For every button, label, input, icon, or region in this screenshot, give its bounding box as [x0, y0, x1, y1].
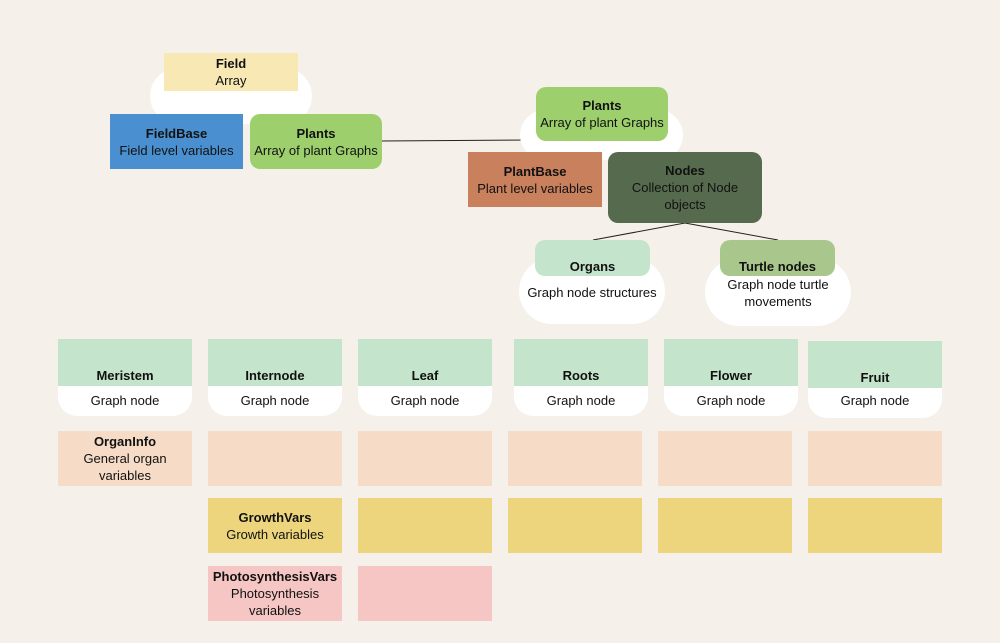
organinfo-subtitle: General organ variables	[83, 451, 167, 483]
roots-title: Roots	[562, 368, 600, 383]
plants-left-title: Plants	[296, 125, 336, 141]
plants-left-subtitle: Array of plant Graphs	[254, 142, 378, 158]
plantbase-node: PlantBase Plant level variables	[468, 152, 602, 207]
plantbase-subtitle: Plant level variables	[477, 180, 593, 196]
growthvars-title: GrowthVars	[238, 509, 312, 525]
turtle-subtitle: Graph node turtle movements	[727, 277, 829, 309]
photosynthesisvars-box-leaf	[358, 566, 492, 621]
roots-header: Roots	[514, 339, 648, 386]
growthvars-box-fruit	[808, 498, 942, 553]
plants-link-line	[381, 139, 537, 142]
meristem-subtitle: Graph node	[90, 392, 160, 408]
roots-subtitle: Graph node	[546, 392, 616, 408]
leaf-title: Leaf	[411, 368, 439, 383]
fruit-header: Fruit	[808, 341, 942, 388]
organs-subtitle: Graph node structures	[527, 284, 657, 300]
plants-right-title: Plants	[582, 98, 622, 113]
plants-right-subtitle: Array of plant Graphs	[540, 115, 664, 130]
flower-header: Flower	[664, 339, 798, 386]
nodes-organs-line	[592, 222, 686, 241]
flower-subtitle: Graph node	[696, 392, 766, 408]
plants-node-right: Plants Array of plant Graphs	[536, 87, 668, 141]
leaf-subtitle: Graph node	[390, 392, 460, 408]
organs-title: Organs	[569, 258, 616, 274]
flower-title: Flower	[710, 368, 752, 383]
photosynthesisvars-box: PhotosynthesisVars Photosynthesis variab…	[208, 566, 342, 621]
growthvars-box-roots	[508, 498, 642, 553]
field-subtitle: Array	[215, 73, 247, 88]
plantbase-title: PlantBase	[503, 163, 567, 179]
organinfo-box-leaf	[358, 431, 492, 486]
nodes-turtle-line	[684, 222, 779, 241]
growthvars-box-flower	[658, 498, 792, 553]
nodes-title: Nodes	[665, 163, 705, 178]
nodes-subtitle: Collection of Node objects	[631, 180, 739, 212]
leaf-header: Leaf	[358, 339, 492, 386]
fieldbase-node: FieldBase Field level variables	[110, 114, 243, 169]
organinfo-box-internode	[208, 431, 342, 486]
nodes-node: Nodes Collection of Node objects	[608, 152, 762, 223]
growthvars-box-leaf	[358, 498, 492, 553]
organinfo-box-flower	[658, 431, 792, 486]
plants-node-left: Plants Array of plant Graphs	[250, 114, 382, 169]
turtle-header: Turtle nodes	[720, 240, 835, 276]
organinfo-box-fruit	[808, 431, 942, 486]
turtle-title: Turtle nodes	[738, 258, 817, 274]
fieldbase-title: FieldBase	[145, 125, 208, 141]
growthvars-subtitle: Growth variables	[226, 526, 324, 542]
field-node: Field Array	[164, 53, 298, 91]
fruit-title: Fruit	[860, 370, 890, 385]
internode-header: Internode	[208, 339, 342, 386]
organinfo-box: OrganInfo General organ variables	[58, 431, 192, 486]
photosynthesisvars-title: PhotosynthesisVars	[212, 569, 338, 584]
growthvars-box: GrowthVars Growth variables	[208, 498, 342, 553]
photosynthesisvars-subtitle: Photosynthesis variables	[230, 586, 320, 618]
meristem-title: Meristem	[96, 368, 154, 383]
internode-subtitle: Graph node	[240, 392, 310, 408]
fieldbase-subtitle: Field level variables	[119, 142, 234, 158]
meristem-header: Meristem	[58, 339, 192, 386]
field-title: Field	[215, 56, 247, 71]
fruit-subtitle: Graph node	[840, 392, 910, 408]
internode-title: Internode	[245, 368, 305, 383]
organinfo-title: OrganInfo	[93, 434, 157, 449]
organs-header: Organs	[535, 240, 650, 276]
organinfo-box-roots	[508, 431, 642, 486]
